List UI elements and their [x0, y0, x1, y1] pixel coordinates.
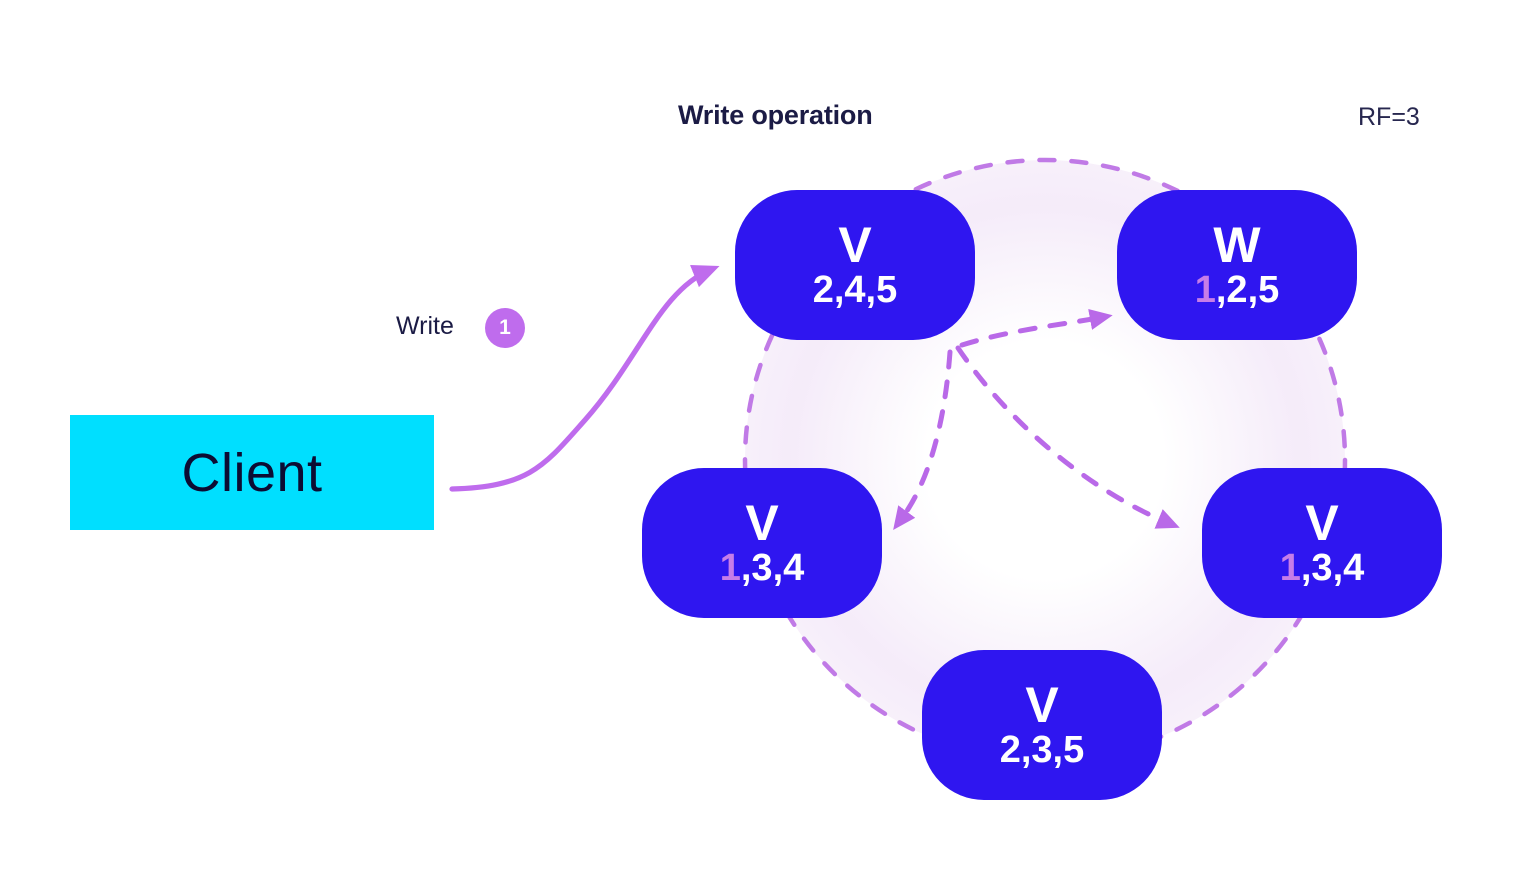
node-top-left-rest: 2,4,5 — [812, 269, 898, 311]
node-bottom-letter: V — [1025, 677, 1059, 733]
write-action-label: Write — [396, 312, 454, 340]
node-bottom-rest: 2,3,5 — [999, 729, 1085, 771]
node-top-left[interactable]: V 2,4,5 — [735, 190, 975, 340]
node-right-highlight: 1 — [1279, 547, 1301, 589]
node-left-highlight: 1 — [719, 547, 741, 589]
node-right-letter: V — [1305, 495, 1339, 551]
node-bottom[interactable]: V 2,3,5 — [922, 650, 1162, 800]
node-right-values: 1,3,4 — [1280, 549, 1365, 587]
node-left[interactable]: V 1,3,4 — [642, 468, 882, 618]
write-step-badge: 1 — [485, 308, 525, 348]
node-top-left-letter: V — [838, 217, 872, 273]
node-top-right-highlight: 1 — [1194, 269, 1216, 311]
client-label: Client — [181, 442, 323, 503]
replication-arrow-to-top-right — [959, 309, 1113, 348]
node-left-values: 1,3,4 — [720, 549, 805, 587]
node-top-right[interactable]: W 1,2,5 — [1117, 190, 1357, 340]
node-top-right-letter: W — [1213, 217, 1261, 273]
node-right-rest: ,3,4 — [1300, 547, 1365, 589]
replication-arrow-to-left — [893, 349, 953, 531]
replication-arrow-to-right — [955, 345, 1180, 529]
node-top-left-values: 2,4,5 — [813, 271, 898, 309]
replication-factor-label: RF=3 — [1358, 103, 1420, 131]
node-top-right-values: 1,2,5 — [1195, 271, 1280, 309]
node-right[interactable]: V 1,3,4 — [1202, 468, 1442, 618]
page-title: Write operation — [678, 100, 873, 130]
node-bottom-values: 2,3,5 — [1000, 731, 1085, 769]
node-left-rest: ,3,4 — [740, 547, 805, 589]
client-box[interactable]: Client — [70, 415, 434, 530]
node-top-right-rest: ,2,5 — [1215, 269, 1280, 311]
node-left-letter: V — [745, 495, 779, 551]
client-write-arrow — [449, 265, 720, 492]
